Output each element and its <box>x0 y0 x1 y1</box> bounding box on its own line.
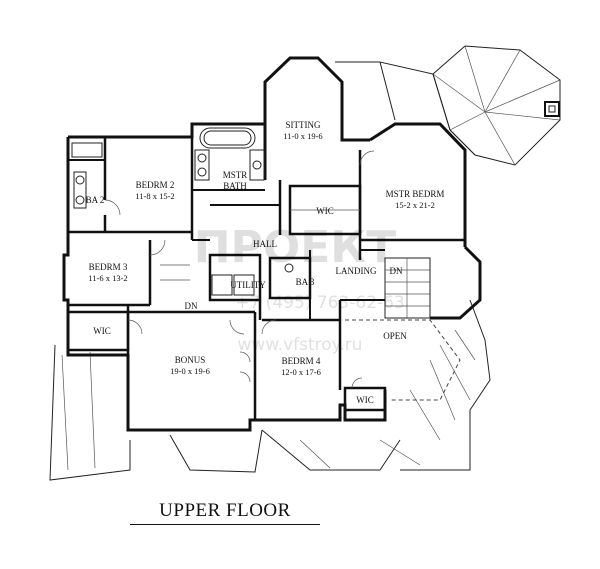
wic-master-label: WIC <box>316 206 334 216</box>
mstr-bedrm-dims: 15-2 x 21-2 <box>395 200 435 210</box>
open-label: OPEN <box>383 331 407 341</box>
utility-label: UTILITY <box>230 280 266 290</box>
fixtures <box>71 127 360 296</box>
dn-stair-label: DN <box>390 266 403 276</box>
bedrm2-label: BEDRM 2 <box>136 180 175 190</box>
plan-title: UPPER FLOOR <box>130 500 320 525</box>
open-to-below <box>345 319 461 401</box>
chimney <box>544 101 560 117</box>
mstr-bath-label-2: BATH <box>223 181 247 191</box>
bathtub <box>199 127 256 149</box>
hall-label: HALL <box>253 239 277 249</box>
wic-bed4-label: WIC <box>356 395 374 405</box>
landing-label: LANDING <box>336 266 377 276</box>
mstr-bedrm-label: MSTR BEDRM <box>386 189 445 199</box>
ba2-label: BA 2 <box>86 195 105 205</box>
roof-outline <box>49 45 561 481</box>
bonus-dims: 19-0 x 19-6 <box>170 366 210 376</box>
exterior-walls <box>62 56 482 432</box>
bedrm3-dims: 11-6 x 13-2 <box>88 273 127 283</box>
sitting-dims: 11-0 x 19-6 <box>283 131 322 141</box>
door-swings <box>104 150 375 389</box>
svg-text:www.vfstroy.ru: www.vfstroy.ru <box>238 335 363 355</box>
watermark: ПРОЕКТ +7 (495) 763-62-63 www.vfstroy.ru <box>194 222 405 355</box>
bedrm4-dims: 12-0 x 17-6 <box>281 367 321 377</box>
bonus-label: BONUS <box>175 355 206 365</box>
dn-bonus-label: DN <box>185 301 198 311</box>
mstr-bath-label: MSTR <box>223 170 248 180</box>
bedrm2-dims: 11-8 x 15-2 <box>135 191 174 201</box>
wic-left-label: WIC <box>93 326 111 336</box>
bedrm4-label: BEDRM 4 <box>282 356 321 366</box>
ba3-label: BA 3 <box>296 277 315 287</box>
svg-text:ПРОЕКТ: ПРОЕКТ <box>194 222 397 273</box>
sitting-label: SITTING <box>286 120 321 130</box>
room-labels: SITTING 11-0 x 19-6 MSTR BATH BEDRM 2 11… <box>86 120 445 405</box>
bedrm3-label: BEDRM 3 <box>89 262 128 272</box>
svg-text:+7 (495) 763-62-63: +7 (495) 763-62-63 <box>235 293 405 313</box>
